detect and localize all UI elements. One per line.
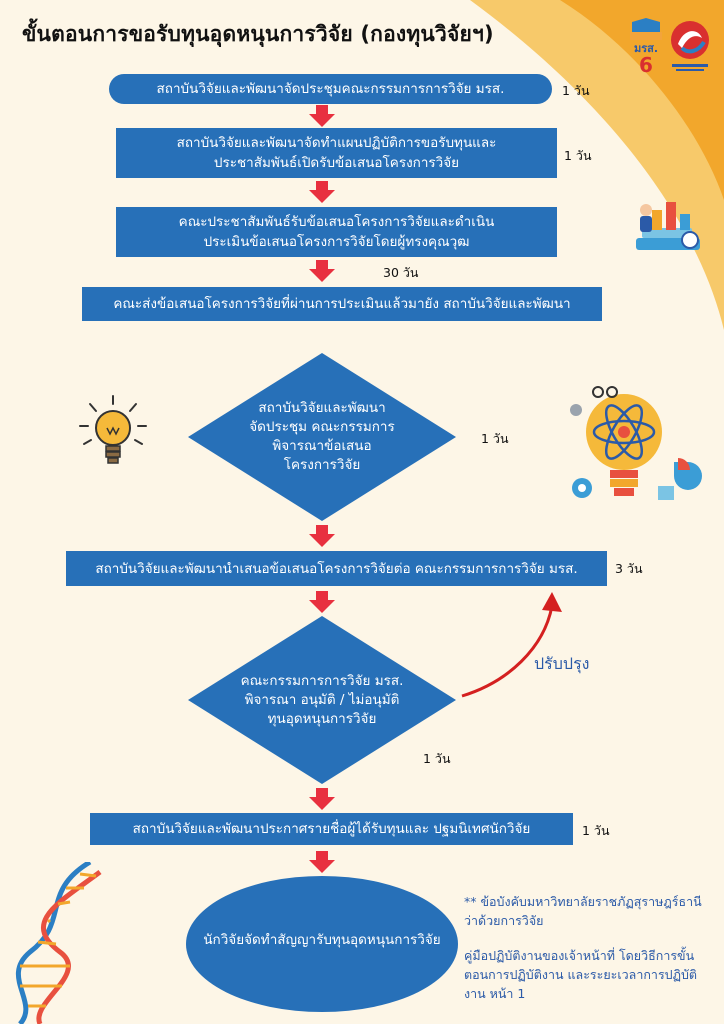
step-8-duration: 1 วัน — [582, 823, 610, 838]
step-1-text: สถาบันวิจัยและพัฒนาจัดประชุมคณะกรรมการกา… — [156, 81, 505, 97]
arrow-down-icon — [309, 181, 335, 203]
step-7-text: คณะกรรมการการวิจัย มรส. พิจารณา อนุมัติ … — [212, 666, 432, 734]
revise-arrow-icon — [461, 592, 562, 698]
step-7-diamond — [188, 616, 456, 784]
science-bulb-illustration — [570, 386, 702, 500]
step-9-ellipse — [186, 876, 458, 1012]
arrow-down-icon — [309, 788, 335, 810]
page-title: ขั้นตอนการขอรับทุนอุดหนุนการวิจัย (กองทุ… — [22, 22, 494, 46]
step-7-line3: ทุนอุดหนุนการวิจัย — [267, 710, 377, 727]
step-8-text: สถาบันวิจัยและพัฒนาประกาศรายชื่อผู้ได้รั… — [132, 821, 531, 837]
reference-notes: ** ข้อบังคับมหาวิทยาลัยราชภัฏสุราษฎร์ธาน… — [464, 892, 718, 1003]
step-4-box: คณะส่งข้อเสนอโครงการวิจัยที่ผ่านการประเม… — [82, 287, 602, 321]
step-3-line1: คณะประชาสัมพันธ์รับข้อเสนอโครงการวิจัยแล… — [178, 214, 495, 230]
step-3-duration: 30 วัน — [383, 265, 419, 280]
step-6-text: สถาบันวิจัยและพัฒนานำเสนอข้อเสนอโครงการว… — [95, 560, 578, 577]
step-7-duration: 1 วัน — [423, 751, 451, 766]
step-5-line2: จัดประชุม คณะกรรมการ — [249, 419, 395, 435]
dna-illustration — [15, 862, 102, 1024]
anniversary-logo — [668, 18, 712, 74]
step-3-line2: ประเมินข้อเสนอโครงการวิจัยโดยผู้ทรงคุณวุ… — [203, 234, 470, 250]
note-line1: ** ข้อบังคับมหาวิทยาลัยราชภัฏสุราษฎร์ธาน… — [464, 894, 702, 909]
note-line4: ตอนการปฏิบัติงาน และระยะเวลาการปฏิบัติ — [464, 967, 698, 982]
step-5-text: สถาบันวิจัยและพัฒนา จัดประชุม คณะกรรมการ… — [218, 396, 426, 478]
note-line5: งาน หน้า 1 — [464, 986, 526, 1001]
step-4-text: คณะส่งข้อเสนอโครงการวิจัยที่ผ่านการประเม… — [113, 296, 571, 312]
step-1-box: สถาบันวิจัยและพัฒนาจัดประชุมคณะกรรมการกา… — [109, 74, 552, 104]
step-8-box: สถาบันวิจัยและพัฒนาประกาศรายชื่อผู้ได้รั… — [90, 813, 573, 845]
step-5-line3: พิจารณาข้อเสนอ — [272, 438, 372, 454]
step-2-line1: สถาบันวิจัยและพัฒนาจัดทำแผนปฏิบัติการขอร… — [176, 135, 497, 151]
step-2-box: สถาบันวิจัยและพัฒนาจัดทำแผนปฏิบัติการขอร… — [116, 128, 557, 178]
arrow-down-icon — [309, 525, 335, 547]
books-illustration — [636, 202, 700, 250]
step-5-diamond — [188, 353, 456, 521]
step-2-line2: ประชาสัมพันธ์เปิดรับข้อเสนอโครงการวิจัย — [213, 155, 460, 171]
lightbulb-icon — [79, 395, 147, 464]
note-line2: ว่าด้วยการวิจัย — [464, 913, 544, 928]
note-line3: คู่มือปฏิบัติงานของเจ้าหน้าที่ โดยวิธีกา… — [464, 948, 695, 963]
step-1-duration: 1 วัน — [562, 83, 590, 98]
step-9-text: นักวิจัยจัดทำสัญญารับทุนอุดหนุนการวิจัย — [203, 931, 441, 948]
arrow-down-icon — [309, 591, 335, 613]
step-5-line4: โครงการวิจัย — [283, 457, 361, 473]
logo-text: มรส. — [634, 42, 658, 55]
revise-label: ปรับปรุง — [534, 654, 590, 673]
arrow-down-icon — [309, 851, 335, 873]
step-2-duration: 1 วัน — [564, 148, 592, 163]
step-7-line2: พิจารณา อนุมัติ / ไม่อนุมัติ — [244, 691, 400, 708]
step-5-duration: 1 วัน — [481, 431, 509, 446]
university-logo: มรส. 6 — [626, 18, 666, 77]
logo-number: 6 — [639, 53, 653, 74]
arrow-down-icon — [309, 260, 335, 282]
step-5-line1: สถาบันวิจัยและพัฒนา — [258, 400, 386, 416]
step-7-line1: คณะกรรมการการวิจัย มรส. — [240, 672, 404, 689]
step-3-box: คณะประชาสัมพันธ์รับข้อเสนอโครงการวิจัยแล… — [116, 207, 557, 257]
step-6-duration: 3 วัน — [615, 561, 643, 576]
step-6-box: สถาบันวิจัยและพัฒนานำเสนอข้อเสนอโครงการว… — [66, 551, 607, 586]
arrow-down-icon — [309, 105, 335, 127]
